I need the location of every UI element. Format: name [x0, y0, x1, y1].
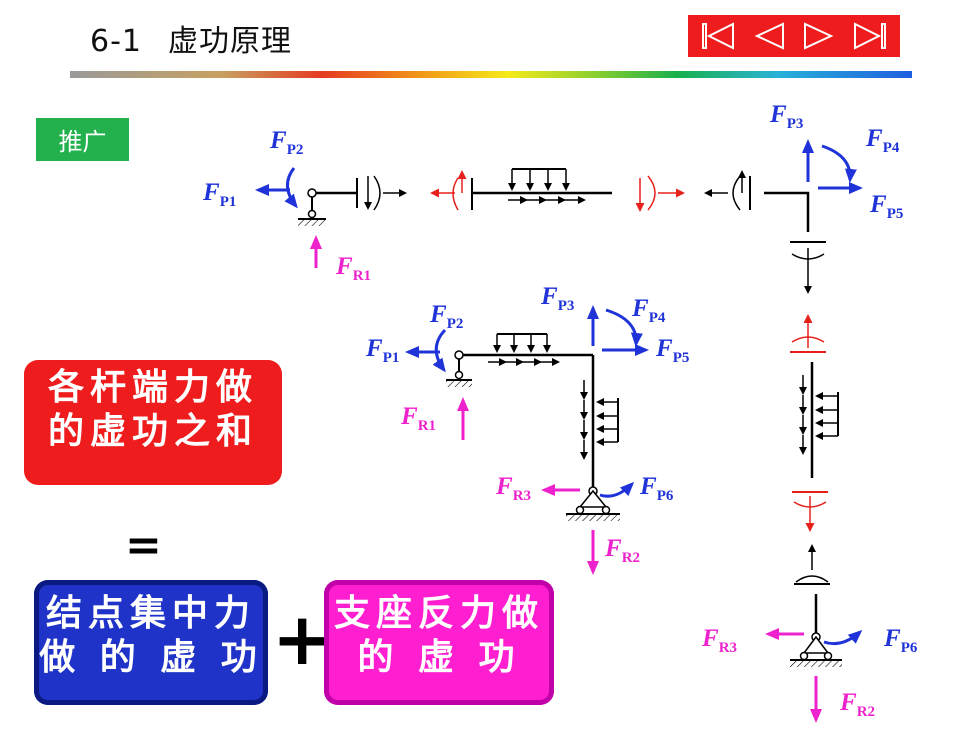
label-fr3-mid: FR3 [495, 473, 531, 504]
label-fp4-mid: FP4 [631, 295, 666, 326]
next-page-button[interactable] [799, 20, 839, 52]
label-fr3-right: FR3 [701, 625, 737, 656]
slide-navigation [688, 15, 900, 57]
top-left-support-piece [255, 167, 407, 268]
support-reaction-work-box: 支座反力做 的 虚 功 [324, 580, 554, 705]
generalization-tag: 推广 [36, 118, 129, 161]
member-end-work-line1: 各杆端力做 [47, 367, 258, 408]
node-force-work-line2: 做 的 虚 功 [39, 637, 263, 678]
next-page-icon [804, 22, 834, 50]
label-fp2-mid: FP2 [429, 301, 463, 332]
support-reaction-work-line2: 的 虚 功 [357, 637, 521, 678]
last-page-icon [854, 22, 886, 50]
label-fp3-top: FP3 [769, 101, 803, 132]
previous-page-button[interactable] [749, 20, 789, 52]
assembled-frame [405, 305, 649, 575]
first-page-button[interactable] [699, 20, 739, 52]
top-beam-piece [430, 168, 685, 212]
section-number: 6-1 [90, 24, 142, 59]
previous-page-icon [754, 22, 784, 50]
label-fp5-mid: FP5 [655, 335, 689, 366]
label-fr1-mid: FR1 [400, 403, 436, 434]
plus-sign: + [272, 597, 333, 681]
node-force-work-line1: 结点集中力 [45, 593, 256, 634]
label-fp6-mid: FP6 [639, 473, 674, 504]
label-fp4-top: FP4 [865, 125, 900, 156]
top-right-joint-piece [704, 139, 863, 294]
label-fr2-right: FR2 [839, 689, 875, 720]
page-title: 6-1 虚功原理 [90, 16, 292, 60]
label-fp6-right: FP6 [883, 625, 918, 656]
label-fp1-mid: FP1 [365, 335, 399, 366]
first-page-icon [702, 22, 734, 50]
member-end-work-line2: 的虚功之和 [47, 411, 258, 452]
right-column-pieces [765, 314, 863, 723]
node-force-work-box: 结点集中力 做 的 虚 功 [34, 580, 268, 705]
label-fp5-top: FP5 [869, 191, 903, 222]
force-labels: FP1 FP2 FR1 FP3 FP4 FP5 FP1 FP2 FP3 FP4 … [202, 101, 918, 720]
label-fp3-mid: FP3 [540, 283, 574, 314]
support-reaction-work-line1: 支座反力做 [333, 593, 544, 634]
label-fr2-mid: FR2 [604, 535, 640, 566]
member-end-work-box: 各杆端力做 的虚功之和 [24, 360, 282, 485]
equals-sign: = [125, 520, 162, 571]
label-fr1-top: FR1 [335, 253, 371, 284]
header-divider [70, 71, 912, 78]
label-fp2-top: FP2 [269, 127, 303, 158]
label-fp1-top: FP1 [202, 179, 236, 210]
last-page-button[interactable] [849, 20, 889, 52]
section-title: 虚功原理 [168, 24, 292, 59]
